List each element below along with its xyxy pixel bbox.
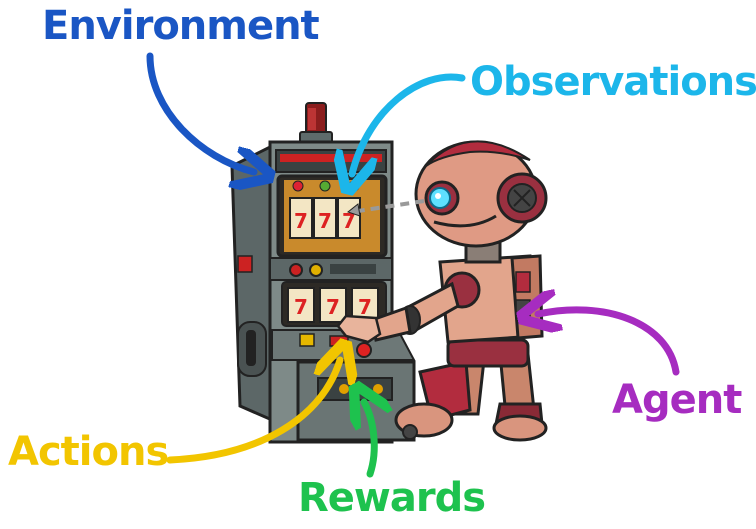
slot-symbol-5: 7 [326, 295, 340, 319]
gaze-line [357, 199, 425, 213]
slot-symbol-3: 7 [342, 209, 356, 233]
rewards-arrow [364, 402, 374, 478]
gaze-arrowhead [346, 203, 361, 217]
observations-label: Observations [470, 59, 756, 105]
environment-arrow [146, 52, 254, 172]
agent-arrow [538, 310, 680, 376]
rewards-label: Rewards [298, 475, 486, 521]
actions-label: Actions [8, 429, 169, 475]
slot-symbol-1: 7 [294, 209, 308, 233]
slot-symbol-2: 7 [318, 209, 332, 233]
slot-symbol-6: 7 [358, 295, 372, 319]
actions-arrow [166, 360, 340, 464]
agent-label: Agent [612, 377, 742, 423]
slot-symbol-4: 7 [294, 295, 308, 319]
observations-arrow [352, 73, 466, 174]
environment-label: Environment [42, 3, 320, 49]
